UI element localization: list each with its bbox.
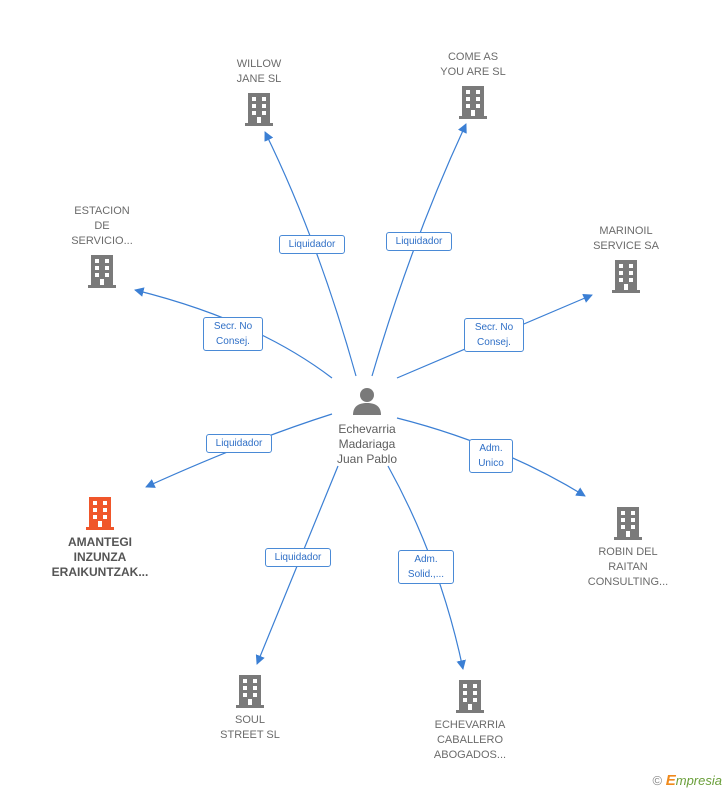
company-name: SOUL STREET SL — [205, 713, 295, 743]
building-icon — [86, 497, 114, 530]
company-name-line: ESTACION — [74, 205, 130, 217]
company-name: ECHEVARRIA CABALLERO ABOGADOS... — [420, 718, 520, 763]
role-text: Unico — [478, 458, 504, 469]
building-icon — [236, 675, 264, 708]
role-label-echevarria-caballero[interactable]: Adm. Solid.,... — [398, 550, 454, 584]
role-text: Secr. No — [213, 321, 253, 332]
role-text: Secr. No — [474, 322, 514, 333]
role-label-soul[interactable]: Liquidador — [265, 548, 331, 567]
role-label-robin[interactable]: Adm. Unico — [469, 439, 513, 473]
person-icon — [353, 388, 381, 415]
center-name-line-2: Madariaga — [338, 437, 396, 451]
role-text: Adm. — [414, 554, 438, 565]
role-text: Consej. — [477, 337, 511, 348]
company-name-line: ROBIN DEL — [598, 546, 658, 558]
empresia-logo[interactable]: © Empresia — [653, 772, 722, 789]
building-icon — [614, 507, 642, 540]
company-name-line: STREET SL — [220, 729, 280, 741]
center-person-name: Echevarria Madariaga Juan Pablo — [327, 422, 407, 467]
role-text: Liquidador — [288, 239, 336, 250]
company-name-line: SERVICIO... — [71, 235, 133, 247]
company-node-come-as[interactable]: COME AS YOU ARE SL — [428, 50, 518, 120]
copyright-symbol: © — [652, 773, 663, 788]
company-name: COME AS YOU ARE SL — [428, 50, 518, 80]
company-name-line: INZUNZA — [73, 550, 127, 564]
company-name-line: MARINOIL — [599, 225, 653, 237]
link-willow — [264, 131, 357, 377]
building-icon — [88, 255, 116, 288]
role-text: Liquidador — [215, 438, 263, 449]
company-name-line: SERVICE SA — [593, 240, 659, 252]
role-label-come-as[interactable]: Liquidador — [386, 232, 452, 251]
company-node-willow[interactable]: WILLOW JANE SL — [214, 57, 304, 127]
company-name: AMANTEGI INZUNZA ERAIKUNTZAK... — [44, 535, 156, 580]
company-name-line: YOU ARE SL — [440, 66, 506, 78]
company-node-amantegi[interactable]: AMANTEGI INZUNZA ERAIKUNTZAK... — [44, 495, 156, 580]
company-node-marinoil[interactable]: MARINOIL SERVICE SA — [580, 224, 672, 294]
company-name-line: COME AS — [447, 51, 499, 63]
company-name-line: CABALLERO — [436, 734, 504, 746]
role-label-marinoil[interactable]: Secr. No Consej. — [464, 318, 524, 352]
role-label-estacion[interactable]: Secr. No Consej. — [203, 317, 263, 351]
role-text: Liquidador — [395, 236, 443, 247]
company-name: ESTACION DE SERVICIO... — [57, 204, 147, 249]
company-node-estacion[interactable]: ESTACION DE SERVICIO... — [57, 204, 147, 289]
role-text: Adm. — [479, 443, 503, 454]
company-name-line: JANE SL — [236, 73, 282, 85]
building-icon — [456, 680, 484, 713]
company-name-line: ABOGADOS... — [433, 749, 507, 761]
company-name-line: SOUL — [235, 714, 265, 726]
brand-rest: mpresia — [675, 773, 722, 788]
role-text: Liquidador — [274, 552, 322, 563]
company-name: ROBIN DEL RAITAN CONSULTING... — [578, 545, 678, 590]
company-name: MARINOIL SERVICE SA — [580, 224, 672, 254]
company-name-line: WILLOW — [236, 58, 282, 70]
company-node-soul[interactable]: SOUL STREET SL — [205, 673, 295, 743]
company-node-echevarria-caballero[interactable]: ECHEVARRIA CABALLERO ABOGADOS... — [420, 678, 520, 763]
center-name-line-1: Echevarria — [338, 422, 396, 436]
company-name-line: AMANTEGI — [68, 535, 132, 549]
building-icon — [612, 260, 640, 293]
building-icon — [459, 86, 487, 119]
brand-initial: E — [665, 772, 676, 789]
company-name-line: ECHEVARRIA — [434, 719, 506, 731]
company-name: WILLOW JANE SL — [214, 57, 304, 87]
company-name-line: RAITAN — [608, 561, 648, 573]
center-name-line-3: Juan Pablo — [336, 452, 398, 466]
company-name-line: ERAIKUNTZAK... — [51, 565, 149, 579]
role-text: Solid.,... — [407, 569, 445, 580]
role-label-amantegi[interactable]: Liquidador — [206, 434, 272, 453]
role-label-willow[interactable]: Liquidador — [279, 235, 345, 254]
company-name-line: CONSULTING... — [587, 576, 669, 588]
building-icon — [245, 93, 273, 126]
company-name-line: DE — [94, 220, 110, 232]
company-node-robin[interactable]: ROBIN DEL RAITAN CONSULTING... — [578, 505, 678, 590]
role-text: Consej. — [216, 336, 250, 347]
